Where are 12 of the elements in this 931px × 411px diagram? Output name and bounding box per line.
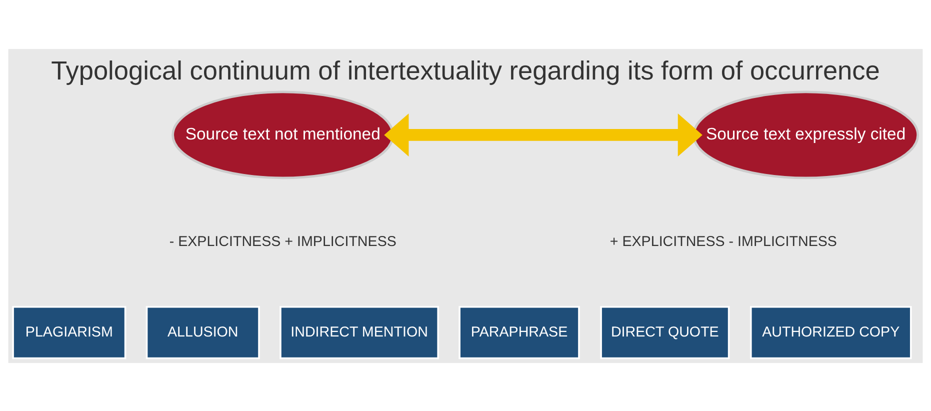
node-box: ALLUSION xyxy=(146,306,260,359)
diagram-title: Typological continuum of intertextuality regarding its form of occurrence xyxy=(51,55,880,86)
node-ellipse: Source text not mentioned xyxy=(172,90,394,179)
arrow xyxy=(384,112,702,156)
label: - EXPLICITNESS + IMPLICITNESS xyxy=(169,234,396,250)
node-box: PARAPHRASE xyxy=(458,306,580,359)
node-box: PLAGIARISM xyxy=(12,306,126,359)
node-ellipse: Source text expressly cited xyxy=(692,90,920,179)
label: + EXPLICITNESS - IMPLICITNESS xyxy=(610,234,837,250)
node-box: DIRECT QUOTE xyxy=(600,306,730,359)
node-box: AUTHORIZED COPY xyxy=(750,306,912,359)
node-box: INDIRECT MENTION xyxy=(280,306,439,359)
